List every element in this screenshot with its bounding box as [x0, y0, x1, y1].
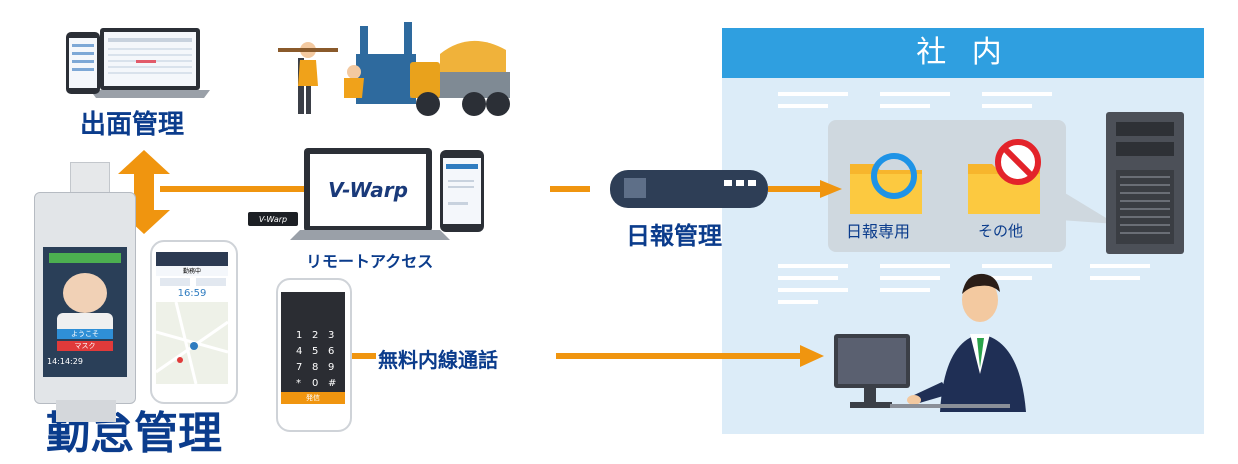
dial-key[interactable]: # [328, 378, 337, 389]
construction-site-icon [278, 22, 510, 116]
map-phone-time: 16:59 [177, 288, 207, 299]
dial-key[interactable]: 9 [328, 362, 335, 373]
dial-key[interactable]: 7 [296, 362, 303, 373]
folder-panel-tail [1060, 190, 1116, 224]
folder-icon [850, 153, 922, 214]
map-phone-status: 勤務中 [156, 266, 228, 276]
dial-key[interactable]: * [296, 378, 301, 389]
dial-key[interactable]: 4 [296, 346, 303, 357]
laptop-brand: V-Warp [328, 178, 408, 202]
map-phone: 勤務中 16:59 [150, 240, 238, 404]
top-connection-arrow [160, 180, 842, 198]
folder-other-label: その他 [978, 222, 1024, 240]
folder-prohibited-icon [968, 139, 1041, 214]
smartphone-icon [440, 150, 484, 232]
dial-key[interactable]: 0 [312, 378, 319, 389]
call-button[interactable]: 発信 [281, 392, 345, 404]
kiosk-camera [70, 162, 110, 194]
laptop-base-icon [290, 230, 450, 240]
remote-access-label: リモートアクセス [306, 252, 434, 271]
dial-key[interactable]: 3 [328, 330, 335, 341]
map-icon [156, 302, 228, 384]
folder-dedicated-label: 日報専用 [846, 222, 911, 241]
dial-key[interactable]: 8 [312, 362, 319, 373]
office-worker-icon [834, 273, 1026, 412]
daily-report-mgmt-label: 日報管理 [626, 222, 722, 250]
kiosk-mask: マスク [57, 341, 113, 351]
office-header: 社 内 [722, 28, 1204, 78]
attendance-devices-icon [66, 28, 210, 98]
dialpad-phone: 1 2 3 4 5 6 7 8 9 * 0 # 発信 [276, 278, 352, 432]
dial-key[interactable]: 2 [312, 330, 319, 341]
dial-key[interactable]: 1 [296, 330, 303, 341]
attendance-mgmt-label: 出面管理 [80, 110, 185, 140]
kiosk-greeting: ようこそ [57, 329, 113, 339]
dial-key[interactable]: 6 [328, 346, 335, 357]
kiosk-time: 14:14:29 [47, 357, 83, 366]
server-icon [1106, 112, 1184, 254]
kiosk-screen: ようこそ マスク 14:14:29 [43, 247, 127, 377]
usb-brand: V-Warp [258, 214, 288, 224]
free-extension-call-label: 無料内線通話 [378, 348, 498, 372]
router-icon [610, 170, 768, 208]
dial-key[interactable]: 5 [312, 346, 319, 357]
kiosk-stand [56, 400, 116, 422]
usb-key-icon: V-Warp [248, 212, 298, 226]
laptop-icon: V-Warp [304, 148, 432, 232]
bottom-connection-arrow [346, 345, 824, 367]
face-kiosk: ようこそ マスク 14:14:29 [34, 192, 136, 404]
